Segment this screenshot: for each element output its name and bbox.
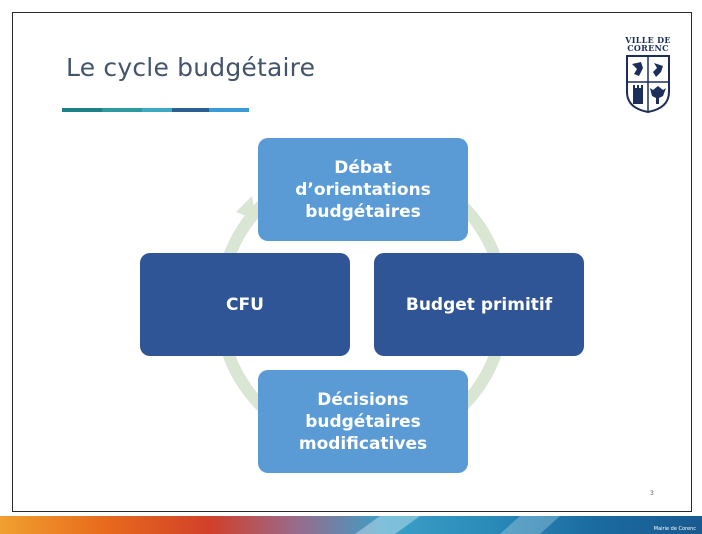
coat-of-arms-logo: VILLE DE CORENC bbox=[617, 36, 679, 120]
page-number: 3 bbox=[650, 490, 654, 497]
decisions-line1: Décisions bbox=[317, 389, 409, 410]
budget-primitif-label: Budget primitif bbox=[405, 294, 553, 315]
decisions-line3: modificatives bbox=[298, 433, 428, 454]
title-underline bbox=[62, 108, 249, 112]
debat-line3: budgétaires bbox=[305, 201, 421, 222]
shield-icon bbox=[626, 55, 670, 114]
cycle-box-decisions: Décisions budgétaires modificatives bbox=[258, 370, 468, 473]
cycle-box-debat: Débat d’orientations budgétaires bbox=[258, 138, 468, 241]
logo-text-line2: CORENC bbox=[627, 43, 669, 53]
slide-title: Le cycle budgétaire bbox=[66, 53, 316, 82]
slide-frame bbox=[12, 12, 692, 512]
cycle-box-budget-primitif: Budget primitif bbox=[374, 253, 584, 356]
footer-label: Mairie de Corenc bbox=[653, 526, 696, 532]
decisions-line2: budgétaires bbox=[305, 411, 421, 432]
cfu-label: CFU bbox=[226, 294, 264, 315]
logo-text-line1: VILLE DE bbox=[625, 35, 671, 45]
debat-line2: d’orientations bbox=[295, 179, 431, 200]
footer-color-strip bbox=[0, 516, 702, 534]
cycle-box-cfu: CFU bbox=[140, 253, 350, 356]
debat-line1: Débat bbox=[334, 157, 392, 178]
